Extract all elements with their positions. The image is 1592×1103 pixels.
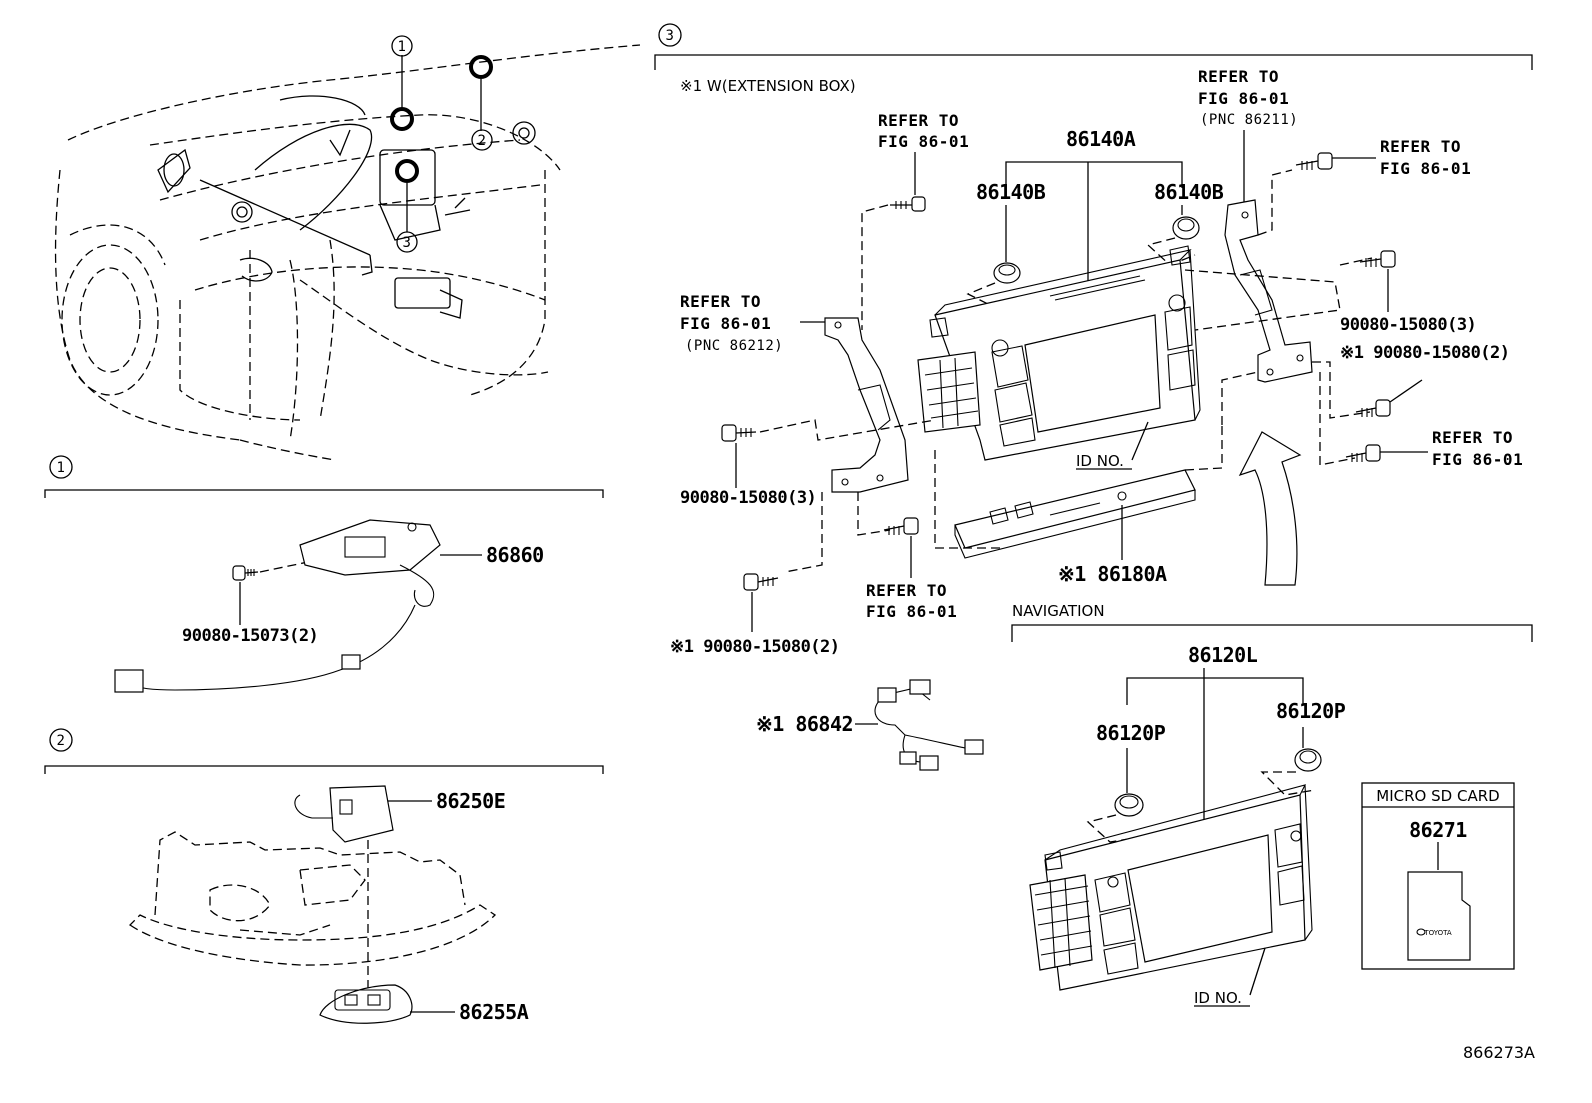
bolt-top-center — [890, 196, 926, 212]
bolt-right-90080-15080 — [1359, 250, 1396, 268]
part-label-x1-86180A: ※1 86180A — [1058, 562, 1167, 586]
section-2: 2 86250E 86255A — [44, 728, 604, 1024]
ref-left-line2: FIG 86-01 — [680, 314, 771, 333]
callout-circle-1 — [391, 35, 413, 57]
navigation-label: NAVIGATION — [1012, 602, 1105, 620]
bolt-bottom-center — [883, 517, 919, 535]
location-marker-2 — [469, 55, 493, 79]
ref-top-right-line1: REFER TO — [1198, 67, 1279, 86]
wire-harness-86842-drawing — [874, 679, 984, 771]
install-direction-arrow — [1238, 431, 1302, 586]
ref-top-right-pnc: (PNC 86211) — [1200, 112, 1298, 128]
knob-86120P-left — [1114, 793, 1144, 817]
part-label-86120L: 86120L — [1188, 643, 1258, 667]
id-no-upper-label: ID NO. — [1076, 452, 1124, 470]
overview-callouts: 1 2 3 — [390, 35, 493, 253]
part-label-86120P-left: 86120P — [1096, 721, 1166, 745]
part-label-x1-90080-15080-left: ※1 90080-15080(2) — [670, 637, 840, 657]
part-label-86120P-right: 86120P — [1276, 699, 1346, 723]
location-marker-1 — [390, 107, 414, 131]
bracket-left-drawing — [824, 317, 909, 493]
ref-top-center-line1: REFER TO — [878, 111, 959, 130]
section-3: 3 ※1 W(EXTENSION BOX) REFER TO FIG 86-01… — [654, 23, 1533, 771]
ref-top-center-line2: FIG 86-01 — [878, 132, 969, 151]
callout-circle-3 — [396, 231, 418, 253]
dashboard-overview — [54, 44, 641, 461]
callout-1-label: 1 — [398, 39, 407, 55]
part-label-90080-15073: 90080-15073(2) — [182, 626, 318, 646]
part-label-86140A: 86140A — [1066, 127, 1136, 151]
micro-sd-card-drawing: TOYOTA — [1407, 871, 1471, 961]
section-2-number: 2 — [57, 733, 66, 749]
knob-86120P-right — [1294, 748, 1322, 772]
part-label-90080-15080-right: 90080-15080(3) — [1340, 315, 1476, 335]
ref-far-right-line2: FIG 86-01 — [1380, 159, 1471, 178]
section-1: 1 90080-15073(2) 86860 — [44, 455, 604, 693]
part-86250E-drawing — [294, 785, 394, 843]
part-label-86140B-left: 86140B — [976, 180, 1046, 204]
bracket-right-drawing — [1224, 199, 1313, 383]
part-label-x1-90080-15080-right: ※1 90080-15080(2) — [1340, 343, 1510, 363]
part-label-86271: 86271 — [1409, 818, 1467, 842]
bolt-lower-left-90080-15080 — [743, 573, 779, 591]
extension-box-86180A-drawing — [954, 469, 1196, 559]
section-1-number: 1 — [57, 460, 66, 476]
callout-circle-2 — [471, 129, 493, 151]
part-label-86255A: 86255A — [459, 1000, 529, 1024]
knob-86140B-left — [993, 262, 1021, 284]
id-no-lower-label: ID NO. — [1194, 989, 1242, 1007]
head-unit-86140A-drawing — [917, 245, 1201, 461]
navigation-section: NAVIGATION 86120L 86120P 86120P — [1011, 602, 1533, 1007]
ref-bottom-center-line1: REFER TO — [866, 581, 947, 600]
diagram-code: 866273A — [1463, 1043, 1535, 1062]
section-1-marker — [49, 455, 73, 479]
part-label-90080-15080-left: 90080-15080(3) — [680, 488, 816, 508]
section-3-number: 3 — [666, 28, 675, 44]
part-86860-drawing — [114, 519, 441, 693]
sd-brand-text: TOYOTA — [1423, 929, 1452, 937]
callout-2-label: 2 — [478, 133, 487, 149]
section-3-marker — [658, 23, 682, 47]
ref-far-right-line1: REFER TO — [1380, 137, 1461, 156]
bolt-far-right — [1295, 152, 1333, 170]
ref-top-right-line2: FIG 86-01 — [1198, 89, 1289, 108]
head-unit-86120L-drawing — [1029, 784, 1313, 991]
bolt-left-90080-15080 — [721, 424, 757, 442]
ref-lower-right-line1: REFER TO — [1432, 428, 1513, 447]
knob-86140B-right — [1172, 216, 1200, 240]
part-label-x1-86842: ※1 86842 — [756, 712, 853, 736]
bolt-lower-right — [1345, 444, 1381, 462]
part-label-86250E: 86250E — [436, 789, 505, 813]
section-2-marker — [49, 728, 73, 752]
bolt-90080-15073 — [232, 565, 259, 581]
ref-bottom-center-line2: FIG 86-01 — [866, 602, 957, 621]
callout-3-label: 3 — [403, 235, 412, 251]
micro-sd-card-box — [1361, 782, 1515, 970]
part-86255A-drawing — [319, 984, 413, 1024]
location-marker-3 — [395, 159, 419, 183]
ref-lower-right-line2: FIG 86-01 — [1432, 450, 1523, 469]
ref-left-pnc: (PNC 86212) — [685, 338, 783, 354]
part-label-86860: 86860 — [486, 543, 544, 567]
roof-console-drawing — [128, 831, 497, 966]
extension-box-note: ※1 W(EXTENSION BOX) — [680, 77, 856, 95]
micro-sd-card-label: MICRO SD CARD — [1376, 787, 1499, 805]
ref-left-line1: REFER TO — [680, 292, 761, 311]
part-label-86140B-right: 86140B — [1154, 180, 1224, 204]
bolt-right-lower — [1355, 399, 1391, 417]
